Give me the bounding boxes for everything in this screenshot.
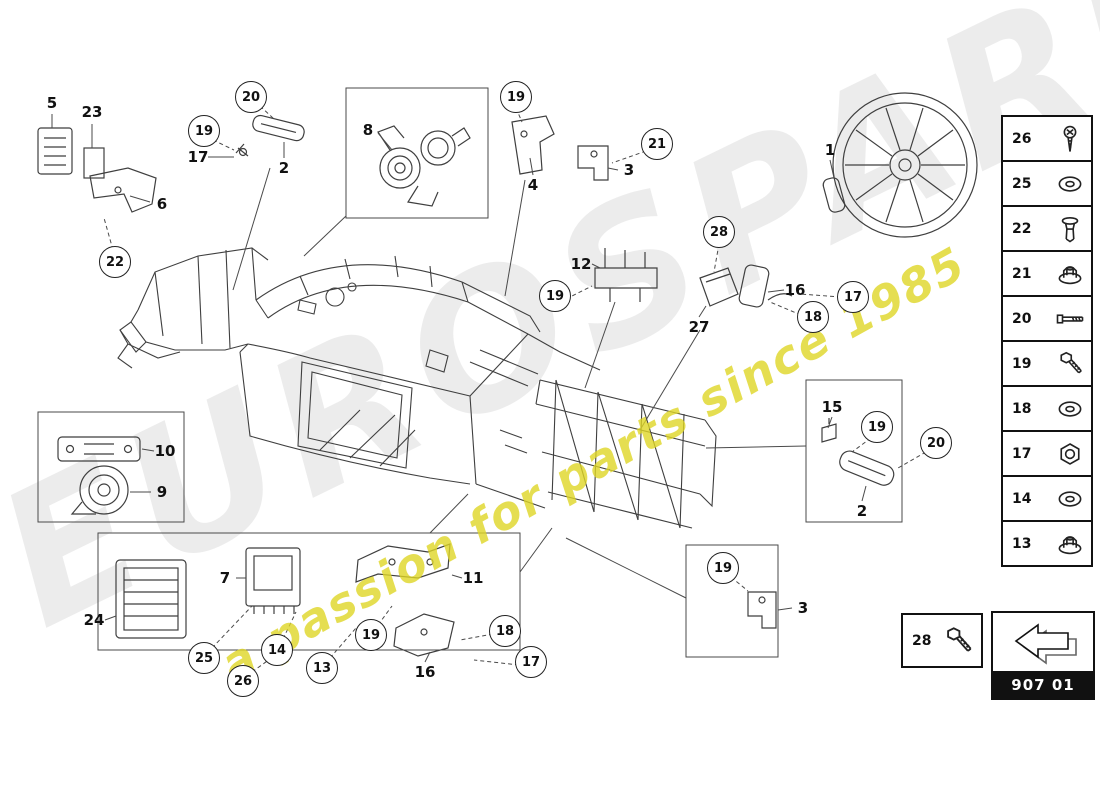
callout-2[interactable]: 2 <box>856 502 868 520</box>
callout-24[interactable]: 24 <box>83 611 105 629</box>
legend-fastener-number: 28 <box>912 632 932 649</box>
callout-19[interactable]: 19 <box>355 619 387 651</box>
callout-16[interactable]: 16 <box>784 281 806 299</box>
direction-arrow-icon <box>993 613 1093 671</box>
sidebar-item-number: 17 <box>1012 445 1032 462</box>
sidebar-item-number: 25 <box>1012 175 1032 192</box>
callout-28[interactable]: 28 <box>703 216 735 248</box>
callout-26[interactable]: 26 <box>227 665 259 697</box>
sidebar-item-17[interactable]: 17 <box>1001 430 1093 477</box>
callout-1[interactable]: 1 <box>824 141 836 159</box>
callout-3[interactable]: 3 <box>797 599 809 617</box>
sidebar-item-25[interactable]: 25 <box>1001 160 1093 207</box>
sidebar-item-18[interactable]: 18 <box>1001 385 1093 432</box>
callout-2[interactable]: 2 <box>278 159 290 177</box>
callout-7[interactable]: 7 <box>219 569 231 587</box>
diagram-code: 907 01 <box>993 671 1093 698</box>
sidebar-item-number: 19 <box>1012 355 1032 372</box>
callout-19[interactable]: 19 <box>539 280 571 312</box>
fastener-sidebar: 26 25 22 21 20 19 18 17 14 13 <box>1001 115 1093 567</box>
sidebar-item-21[interactable]: 21 <box>1001 250 1093 297</box>
legend-fastener-28[interactable]: 28 <box>901 613 983 668</box>
callout-19[interactable]: 19 <box>707 552 739 584</box>
sidebar-item-number: 20 <box>1012 310 1032 327</box>
callout-12[interactable]: 12 <box>570 255 592 273</box>
callout-21[interactable]: 21 <box>641 128 673 160</box>
callout-20[interactable]: 20 <box>235 81 267 113</box>
callout-15[interactable]: 15 <box>821 398 843 416</box>
callout-18[interactable]: 18 <box>489 615 521 647</box>
callout-3[interactable]: 3 <box>623 161 635 179</box>
callout-19[interactable]: 19 <box>500 81 532 113</box>
callout-25[interactable]: 25 <box>188 642 220 674</box>
sidebar-item-number: 21 <box>1012 265 1032 282</box>
callout-4[interactable]: 4 <box>527 176 539 194</box>
callout-8[interactable]: 8 <box>362 121 374 139</box>
callout-9[interactable]: 9 <box>156 483 168 501</box>
sidebar-item-number: 13 <box>1012 535 1032 552</box>
callout-13[interactable]: 13 <box>306 652 338 684</box>
callout-6[interactable]: 6 <box>156 195 168 213</box>
callout-19[interactable]: 19 <box>861 411 893 443</box>
callout-23[interactable]: 23 <box>81 103 103 121</box>
callout-22[interactable]: 22 <box>99 246 131 278</box>
callout-5[interactable]: 5 <box>46 94 58 112</box>
sidebar-item-number: 22 <box>1012 220 1032 237</box>
callout-19[interactable]: 19 <box>188 115 220 147</box>
callout-27[interactable]: 27 <box>688 318 710 336</box>
sidebar-item-number: 14 <box>1012 490 1032 507</box>
callout-14[interactable]: 14 <box>261 634 293 666</box>
callout-18[interactable]: 18 <box>797 301 829 333</box>
diagram-code-box: 907 01 <box>991 611 1095 700</box>
sidebar-item-number: 26 <box>1012 130 1032 147</box>
sidebar-item-number: 18 <box>1012 400 1032 417</box>
callout-11[interactable]: 11 <box>462 569 484 587</box>
callout-17[interactable]: 17 <box>187 148 209 166</box>
sidebar-item-13[interactable]: 13 <box>1001 520 1093 567</box>
callout-17[interactable]: 17 <box>837 281 869 313</box>
callout-17[interactable]: 17 <box>515 646 547 678</box>
callout-10[interactable]: 10 <box>154 442 176 460</box>
callout-20[interactable]: 20 <box>920 427 952 459</box>
callout-16[interactable]: 16 <box>414 663 436 681</box>
